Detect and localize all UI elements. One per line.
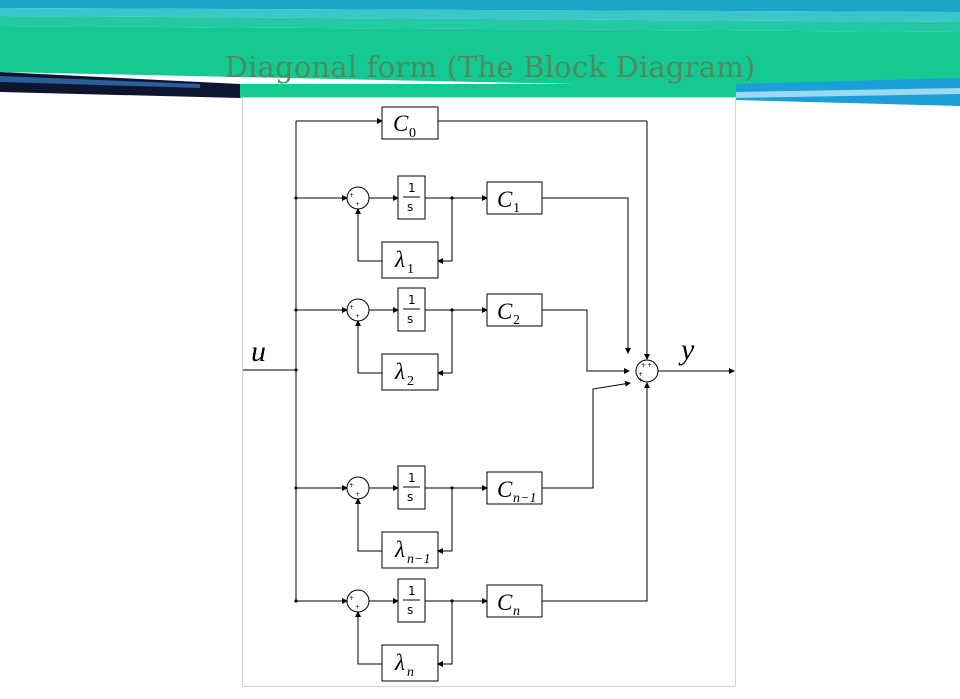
- branch-output-line: [542, 382, 650, 602]
- svg-text:C: C: [497, 590, 513, 615]
- gain-box-c0: [381, 106, 439, 140]
- svg-text:C: C: [497, 477, 513, 502]
- svg-text:+: +: [638, 371, 643, 378]
- svg-text:1: 1: [408, 293, 416, 307]
- feedback-box-lambda2: [381, 353, 439, 391]
- svg-text:C: C: [497, 299, 513, 324]
- feedback-box-lambda3: [381, 531, 439, 569]
- gain-box-c3: [486, 471, 543, 505]
- gain-box-c1: [486, 181, 543, 215]
- svg-text:λ: λ: [394, 537, 405, 562]
- svg-text:+: +: [638, 377, 643, 384]
- svg-text:1: 1: [408, 181, 416, 195]
- svg-text:+: +: [647, 362, 652, 369]
- svg-text:n: n: [407, 665, 414, 680]
- svg-text:2: 2: [407, 374, 414, 389]
- input-label: u: [251, 335, 266, 368]
- svg-text:+: +: [355, 313, 360, 320]
- svg-text:s: s: [407, 603, 413, 617]
- svg-text:+: +: [355, 604, 360, 611]
- svg-text:+: +: [641, 362, 646, 369]
- svg-text:+: +: [355, 491, 360, 498]
- svg-text:+: +: [349, 595, 354, 602]
- svg-text:s: s: [407, 200, 413, 214]
- output-sum-junction: + + + + y: [635, 333, 735, 384]
- svg-text:2: 2: [513, 313, 520, 328]
- svg-text:0: 0: [409, 126, 416, 141]
- svg-text:+: +: [349, 192, 354, 199]
- branch-output-line: [542, 380, 631, 489]
- svg-text:1: 1: [408, 471, 416, 485]
- output-label: y: [678, 333, 695, 366]
- svg-text:λ: λ: [394, 650, 405, 675]
- svg-text:n: n: [513, 604, 520, 619]
- branch-output-line: [542, 309, 630, 374]
- svg-text:s: s: [407, 312, 413, 326]
- svg-text:C: C: [393, 111, 409, 136]
- input-junction: [294, 368, 298, 372]
- gain-box-c4: [486, 584, 543, 618]
- svg-text:s: s: [407, 490, 413, 504]
- svg-text:1: 1: [408, 584, 416, 598]
- svg-text:n−1: n−1: [513, 491, 536, 506]
- svg-text:+: +: [349, 482, 354, 489]
- gain-box-c2: [486, 293, 543, 327]
- feedback-box-lambda1: [381, 241, 439, 279]
- svg-text:λ: λ: [394, 247, 405, 272]
- branch-output-line: [542, 197, 631, 354]
- svg-text:λ: λ: [394, 359, 405, 384]
- direct-path-c0: C 0: [296, 106, 650, 360]
- slide-banner: [0, 0, 960, 110]
- input-signal: u: [243, 335, 296, 371]
- svg-text:1: 1: [407, 262, 414, 277]
- svg-text:+: +: [355, 201, 360, 208]
- slide-title: Diagonal form (The Block Diagram): [224, 50, 756, 84]
- feedback-box-lambda4: [381, 644, 439, 682]
- svg-text:+: +: [349, 304, 354, 311]
- svg-text:n−1: n−1: [407, 552, 430, 567]
- svg-text:C: C: [497, 187, 513, 212]
- svg-text:1: 1: [513, 201, 520, 216]
